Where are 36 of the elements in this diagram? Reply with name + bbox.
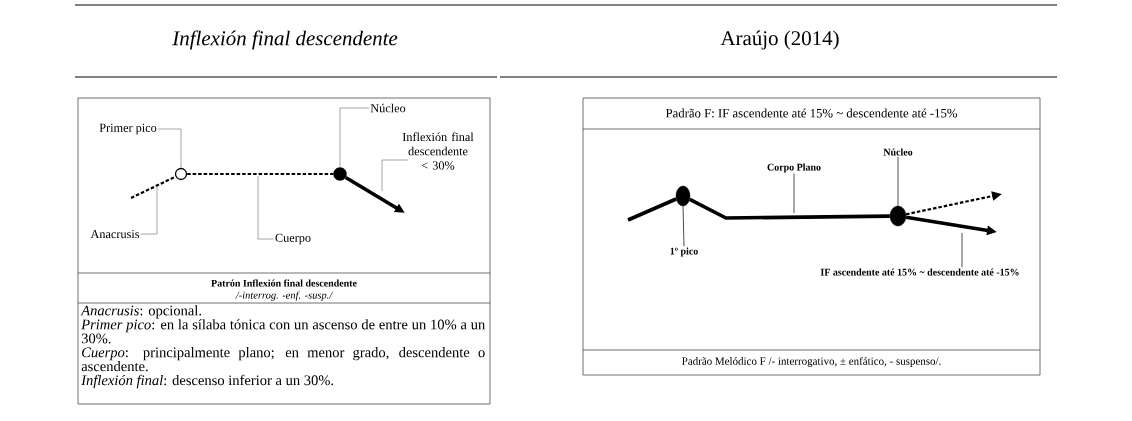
description-text: Anacrusis: opcional.: [80, 305, 202, 319]
leader-line: [961, 232, 963, 268]
leader-line: [897, 156, 899, 207]
label-text: Anacrusis: [90, 229, 140, 239]
header-text: Araújo (2014): [720, 30, 839, 50]
label-text: Primer pico: [99, 123, 157, 135]
filled-dot: [889, 205, 907, 227]
leader-line: [381, 159, 409, 192]
leader-line: [793, 173, 795, 214]
leader-line: [257, 175, 275, 240]
description-text: Cuerpo: principalmente plano; en menor grado, descendente o ascendente.: [81, 347, 485, 372]
contour-line: [130, 175, 176, 199]
leader-line: [157, 128, 182, 169]
label-text: Corpo Plano: [767, 163, 821, 173]
leader-line: [682, 205, 685, 247]
contour-line: [627, 197, 677, 222]
panel-title: Padrão F: IF ascendente até 15% ~ descendente até -15%: [665, 108, 958, 118]
leader-line: [140, 185, 158, 235]
label-text: Núcleo: [370, 103, 406, 113]
label-text: Cuerpo: [275, 233, 311, 245]
caption-subtitle: /-interrog. -enf. -susp./: [235, 291, 333, 301]
description-text: Primer pico: en la sílaba tónica con un ascenso de entre un 10% a un 30%.: [81, 319, 485, 344]
label-text: IF ascendente até 15% ~ descendente até -15%: [820, 268, 1019, 276]
description-text: Inflexión final: descenso inferior a un 30%.: [81, 374, 334, 389]
label-text: Núcleo: [883, 148, 913, 156]
label-text: 1º pico: [670, 247, 698, 257]
panel-caption: Padrão Melódico F /- interrogativo, ± enfático, - suspenso/.: [682, 356, 941, 368]
label-text: Inflexión final descendente < 30%: [402, 132, 474, 170]
contour-line: [688, 197, 890, 220]
figure-panel: [77, 97, 491, 405]
contour-line: [187, 172, 334, 176]
leader-line: [339, 107, 370, 168]
header-text: Inflexión final descendente: [172, 30, 398, 50]
figure-panel: [582, 97, 1041, 376]
filled-dot: [675, 185, 691, 207]
caption-title: Patrón Inflexión final descendente: [211, 279, 357, 287]
